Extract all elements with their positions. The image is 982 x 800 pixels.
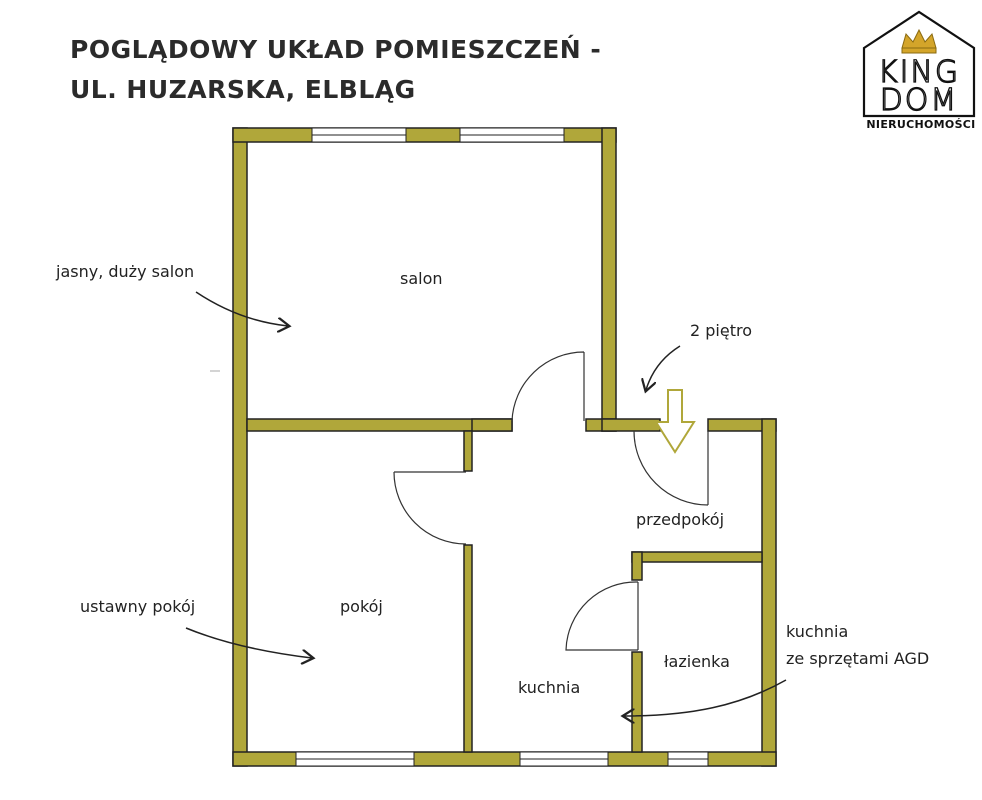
annotation-kitchen-line2: ze sprzętami AGD — [786, 649, 929, 668]
room-label-pokoj: pokój — [340, 597, 383, 616]
annotation-kitchen-line1: kuchnia — [786, 622, 848, 641]
wall-salon-right — [601, 127, 617, 432]
logo-house-outline — [862, 10, 976, 118]
wall-pokoj-right-top — [463, 430, 473, 472]
room-label-przedpokoj: przedpokój — [636, 510, 724, 529]
logo-subtitle: NIERUCHOMOŚCI — [866, 118, 976, 131]
annotation-floor-arrow — [646, 345, 681, 390]
plan-title: POGLĄDOWY UKŁAD POMIESZCZEŃ - UL. HUZARS… — [70, 30, 601, 110]
annotation-pokoj-arrow — [185, 627, 312, 658]
room-label-salon: salon — [400, 269, 443, 288]
wall-bath-left-top — [631, 551, 643, 581]
annotation-kitchen-arrow — [624, 679, 787, 716]
door-pokoj — [393, 471, 467, 545]
wall-bath-left — [631, 651, 643, 753]
windows — [295, 127, 709, 767]
room-label-lazienka: łazienka — [664, 652, 730, 671]
doors — [393, 351, 709, 651]
door-salon — [511, 351, 585, 422]
logo-text-dom: DOM — [880, 83, 959, 118]
entrance-arrow-icon — [654, 389, 696, 454]
crown-icon — [901, 28, 937, 54]
title-line-2: UL. HUZARSKA, ELBLĄG — [70, 75, 416, 104]
door-lazienka — [565, 581, 639, 651]
logo-text-king: KING — [878, 55, 960, 90]
wall-hall-top-left — [471, 418, 513, 432]
wall-bath-top — [631, 551, 763, 563]
kingdom-logo: KING DOM — [862, 10, 976, 119]
door-entrance — [633, 430, 709, 506]
annotation-floor: 2 piętro — [690, 321, 752, 340]
annotation-pokoj: ustawny pokój — [80, 597, 195, 616]
room-label-kuchnia: kuchnia — [518, 678, 580, 697]
wall-left — [232, 127, 248, 767]
wall-pokoj-right — [463, 544, 473, 753]
wall-hall-top — [601, 418, 661, 432]
annotation-salon-arrow — [195, 291, 288, 326]
annotation-salon: jasny, duży salon — [55, 262, 194, 281]
title-line-1: POGLĄDOWY UKŁAD POMIESZCZEŃ - — [70, 35, 602, 64]
wall-right — [761, 418, 777, 767]
